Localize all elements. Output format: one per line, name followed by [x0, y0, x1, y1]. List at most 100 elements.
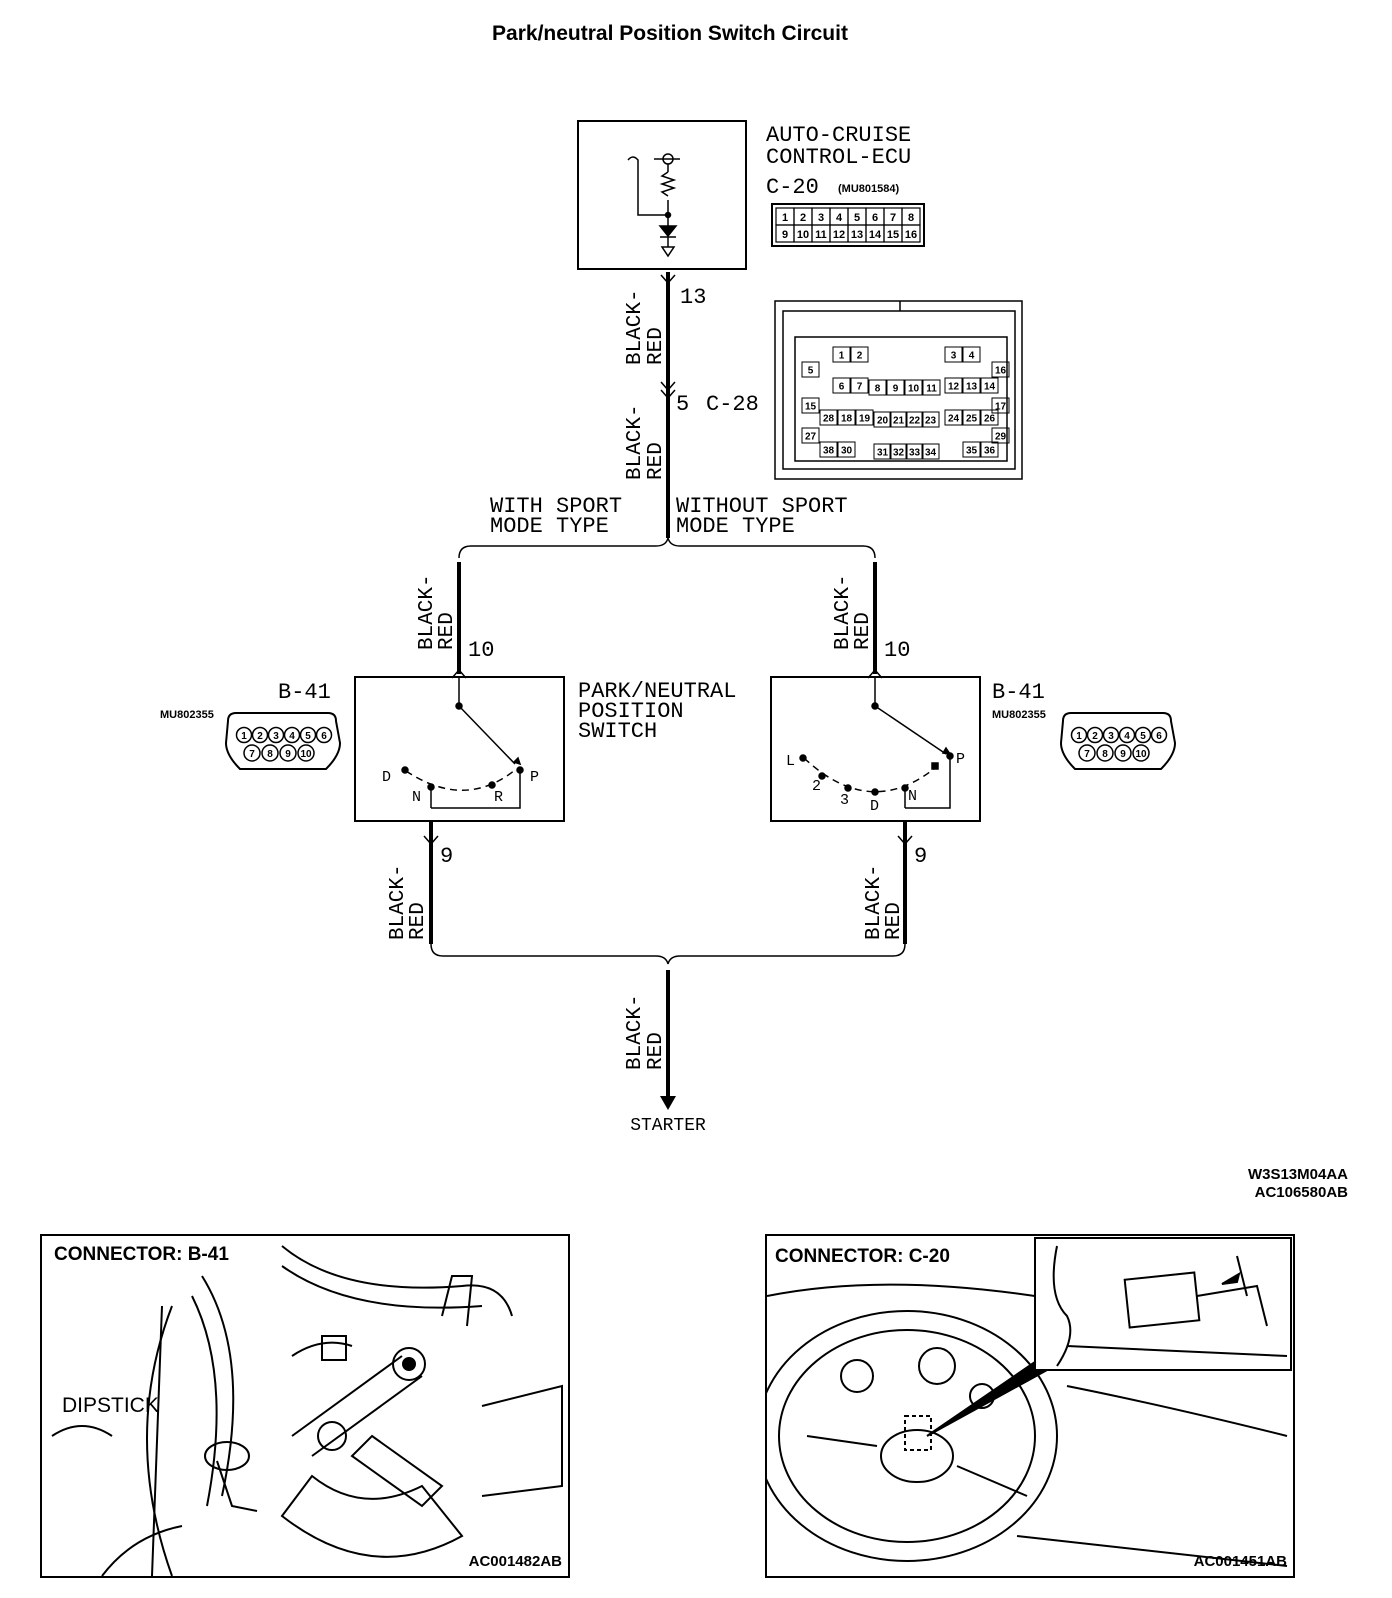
- wire-color-label-2a: BLACK-: [624, 404, 647, 480]
- wire-color-label-3a: BLACK-: [416, 574, 439, 650]
- c28-pin-number: 21: [893, 416, 905, 427]
- wire-color-label-1a: BLACK-: [624, 289, 647, 365]
- c28-pin-cell: [886, 379, 905, 396]
- b41-outline: [224, 712, 342, 770]
- ecu-box: [577, 120, 747, 270]
- b41-pin-cell: [1078, 744, 1096, 762]
- wire-color-label-5a: BLACK-: [387, 864, 410, 940]
- right-pos-2: 2: [812, 778, 821, 795]
- c28-pin-cell: [991, 427, 1010, 444]
- left-terminal-in-arrow-icon: [451, 668, 467, 679]
- c28-pin-cell: [991, 397, 1010, 414]
- b41-pin-cell: [1086, 726, 1104, 744]
- switch-name-line2: POSITION: [578, 699, 684, 724]
- c28-pin-number: 13: [966, 382, 978, 393]
- ref-code-diagram: W3S13M04AA: [1247, 1166, 1348, 1183]
- right-b41-part-number: MU802355: [992, 709, 1046, 721]
- wire-color-label-1b: RED: [645, 327, 668, 365]
- c28-pin-number: 35: [966, 446, 978, 457]
- c28-connector-label: C-28: [706, 392, 759, 417]
- wire-color-label-2b: RED: [645, 442, 668, 480]
- c20-pin-number: 2: [800, 212, 806, 224]
- c28-pin-number: 17: [995, 402, 1007, 413]
- c28-pin-cell: [850, 377, 869, 394]
- c28-pin-cell: [980, 441, 999, 458]
- c20-pin-cell: [901, 224, 921, 243]
- c20-pin-number: 15: [887, 229, 899, 241]
- c28-pin-number: 26: [984, 414, 996, 425]
- b41-pin-number: 4: [289, 731, 295, 742]
- c20-pin-number: 6: [872, 212, 878, 224]
- wire-color-label-7a: BLACK-: [624, 994, 647, 1070]
- c28-pin-cell: [819, 441, 838, 458]
- right-b41-label: B-41: [992, 680, 1045, 705]
- c28-pin-cell: [905, 443, 924, 460]
- wire-color-label-5b: RED: [407, 902, 430, 940]
- c28-pin-number: 25: [966, 414, 978, 425]
- c28-pin-number: 11: [926, 384, 937, 395]
- c28-pin-number: 12: [948, 382, 960, 393]
- ecu-terminal-arrow-icon: [660, 274, 676, 285]
- c20-outline: [771, 203, 925, 247]
- branch-left-line1: WITH SPORT: [490, 494, 622, 519]
- c28-pin-cell: [801, 397, 820, 414]
- c20-pin-number: 3: [818, 212, 824, 224]
- b41-pin-number: 5: [1140, 731, 1146, 742]
- c28-pin-cell: [832, 377, 851, 394]
- c28-connector-arrow-icon: [660, 381, 676, 400]
- branch-left-line2: MODE TYPE: [490, 514, 609, 539]
- c28-pin-cell: [921, 443, 940, 460]
- wire-color-label-4a: BLACK-: [832, 574, 855, 650]
- c28-pin-cell: [850, 346, 869, 363]
- c28-pin-number: 3: [951, 351, 957, 362]
- wire-color-label-6a: BLACK-: [863, 864, 886, 940]
- left-switch-terminal-out: 9: [440, 844, 453, 869]
- c28-pin-number: 5: [808, 366, 814, 377]
- b41-pin-cell: [243, 744, 261, 762]
- c28-pin-number: 2: [857, 351, 863, 362]
- switch-name-line1: PARK/NEUTRAL: [578, 679, 736, 704]
- starter-arrow-icon: [660, 1096, 676, 1110]
- c28-connector-face: [774, 300, 1023, 480]
- c28-pin-number: 8: [875, 384, 881, 395]
- c28-pin-cell: [855, 409, 874, 426]
- c28-pin-number: 6: [839, 382, 845, 393]
- b41-pin-cell: [235, 726, 253, 744]
- right-pos-L: L: [786, 753, 795, 770]
- wire-color-label-7b: RED: [645, 1032, 668, 1070]
- c28-pin-number: 1: [839, 351, 845, 362]
- b41-photo-caption: CONNECTOR: B-41: [54, 1244, 229, 1265]
- left-switch-contacts-icon: [401, 677, 524, 809]
- c28-pin-cell: [962, 346, 981, 363]
- left-pos-P: P: [530, 769, 539, 786]
- starter-label: STARTER: [630, 1116, 706, 1136]
- c20-photo-caption: CONNECTOR: C-20: [775, 1246, 950, 1267]
- c28-pin-cell: [889, 411, 908, 428]
- left-pos-D: D: [382, 769, 391, 786]
- right-pos-D: D: [870, 798, 879, 815]
- b41-pin-number: 9: [1120, 749, 1126, 760]
- ecu-connector-label: C-20: [766, 175, 819, 200]
- c20-pin-number: 5: [854, 212, 860, 224]
- c20-pin-number: 11: [815, 229, 827, 241]
- transmission-drawing-icon: [51, 1245, 563, 1576]
- right-switch-contacts-icon: [799, 677, 954, 809]
- b41-pin-number: 10: [1135, 749, 1147, 760]
- b41-pin-number: 4: [1124, 731, 1130, 742]
- c28-pin-cell: [962, 377, 981, 394]
- c28-pin-number: 4: [969, 351, 975, 362]
- c28-pin-number: 28: [823, 414, 835, 425]
- c28-pin-number: 9: [893, 384, 899, 395]
- c28-pin-cell: [837, 409, 856, 426]
- left-switch-terminal-in: 10: [468, 638, 494, 663]
- wiring-diagram: AUTO-CRUISE CONTROL-ECU C-20 (MU801584) …: [160, 120, 1177, 1136]
- c28-pin-number: 38: [823, 446, 835, 457]
- c28-pin-cell: [904, 379, 923, 396]
- c20-pin-number: 9: [782, 229, 788, 241]
- b41-pin-number: 10: [300, 749, 312, 760]
- b41-pin-number: 8: [267, 749, 273, 760]
- b41-pin-number: 9: [285, 749, 291, 760]
